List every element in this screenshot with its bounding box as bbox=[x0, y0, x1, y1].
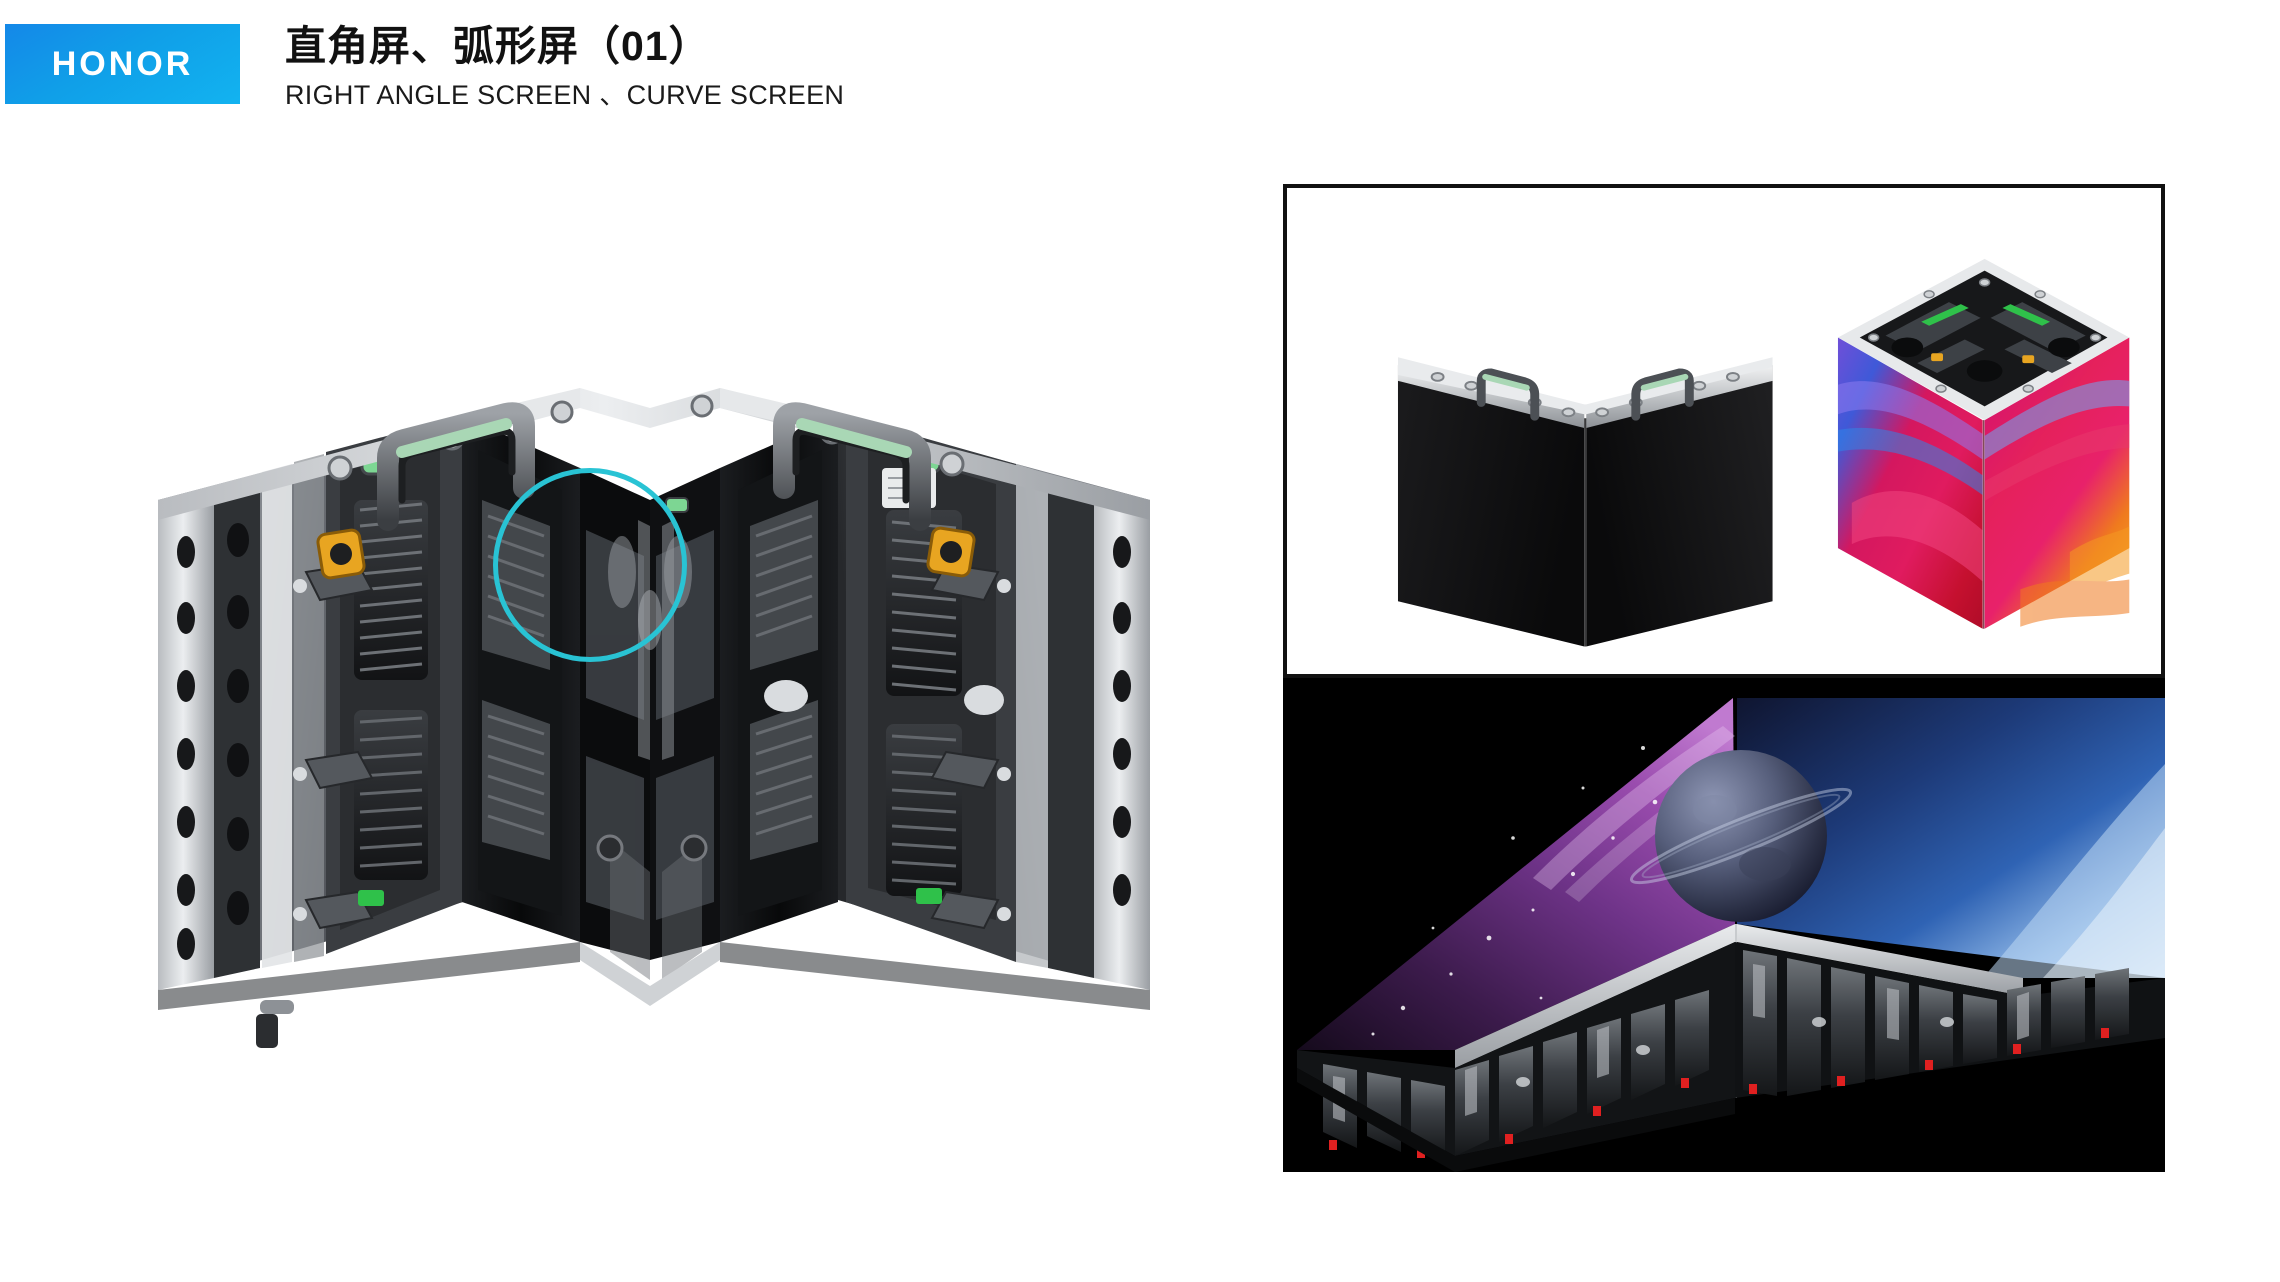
space-content-right-angle-illustration bbox=[1283, 678, 2165, 1172]
bottom-fold bbox=[158, 942, 1150, 1048]
screen-handle-left bbox=[1476, 368, 1540, 421]
panel-right-angle-screen-white bbox=[1283, 184, 2165, 678]
nebula-face bbox=[1297, 698, 1735, 1050]
right-cabinet-wing bbox=[838, 416, 1150, 990]
top-edge-and-handles bbox=[158, 388, 1150, 531]
planet-graphic bbox=[1629, 750, 1853, 922]
rear-module-structure bbox=[1297, 942, 2165, 1172]
page-title-en: RIGHT ANGLE SCREEN 、CURVE SCREEN bbox=[285, 80, 845, 111]
right-inner-face bbox=[720, 416, 838, 942]
led-cabinet-rear-illustration bbox=[158, 388, 1150, 1048]
right-angle-and-cube-illustration bbox=[1397, 258, 2130, 647]
title-block: 直角屏、弧形屏（01） RIGHT ANGLE SCREEN 、CURVE SC… bbox=[285, 22, 844, 112]
power-connector-right bbox=[926, 526, 976, 578]
colorful-led-cube bbox=[1837, 258, 2130, 629]
left-inner-face bbox=[316, 416, 580, 942]
honor-logo: HONOR bbox=[5, 24, 240, 104]
earth-horizon-face bbox=[1737, 698, 2165, 978]
slide-header: HONOR 直角屏、弧形屏（01） RIGHT ANGLE SCREEN 、CU… bbox=[0, 0, 2280, 150]
screen-handle-right bbox=[1631, 368, 1694, 421]
panel-right-angle-screen-black bbox=[1283, 678, 2165, 1172]
hero-product-image bbox=[110, 200, 1190, 1150]
corner-fold-structure bbox=[580, 468, 720, 980]
power-connector-left bbox=[316, 528, 366, 580]
honor-logo-text: HONOR bbox=[51, 44, 194, 83]
carry-handle-right bbox=[773, 402, 931, 531]
page-title-cn: 直角屏、弧形屏（01） bbox=[285, 23, 711, 69]
carry-handle-left bbox=[377, 402, 535, 531]
black-right-angle-screen bbox=[1397, 357, 1773, 647]
